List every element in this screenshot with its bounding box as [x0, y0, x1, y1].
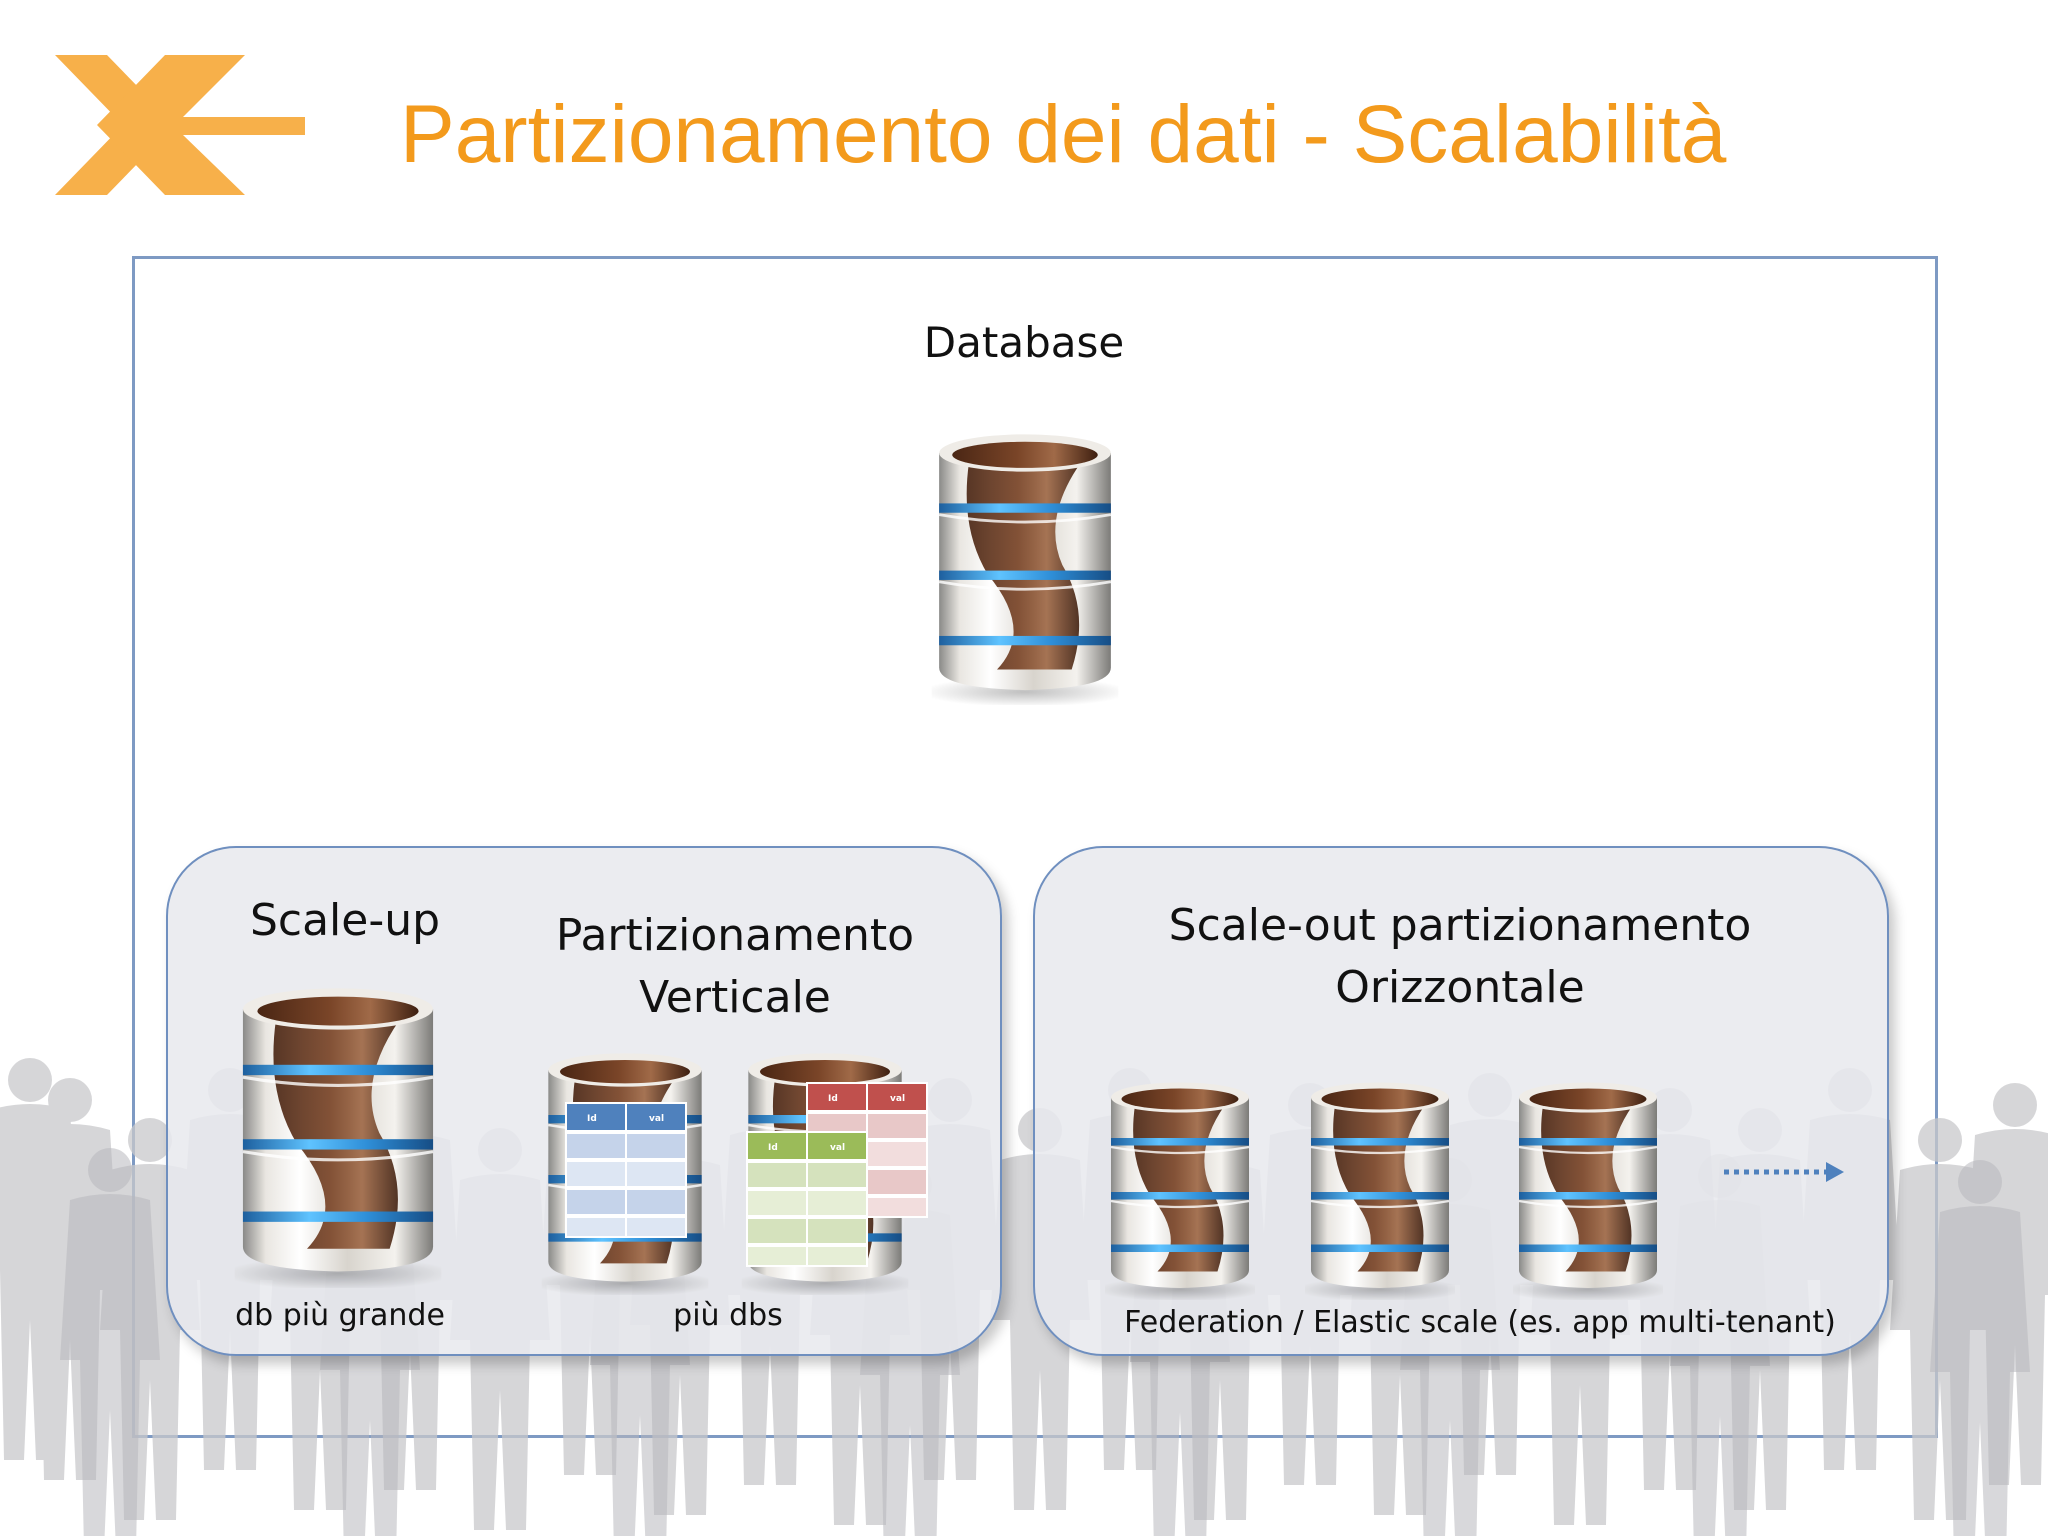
table-header-id: Id [768, 1143, 778, 1153]
scale-up-caption: db più grande [235, 1298, 445, 1333]
blue-table-icon: Id val [565, 1102, 687, 1238]
shard-database-icon [1105, 1075, 1255, 1300]
shard-database-icon [1305, 1075, 1455, 1300]
slide-title: Partizionamento dei dati - Scalabilità [400, 89, 1727, 180]
database-label: Database [923, 318, 1125, 367]
scale-up-label: Scale-up [249, 895, 441, 946]
people-silhouette-background [0, 1058, 2048, 1536]
shard-database-icon [1513, 1075, 1663, 1300]
large-database-icon [232, 978, 444, 1288]
table-header-id: Id [587, 1114, 597, 1124]
scale-out-label: Scale-out partizionamento Orizzontale [1168, 900, 1752, 1013]
table-header-val: val [830, 1143, 845, 1153]
table-header-val: val [649, 1114, 664, 1124]
table-header-val: val [890, 1094, 905, 1104]
green-table-icon: Id val [746, 1131, 868, 1267]
dotted-arrow-right-icon [1724, 1162, 1844, 1182]
company-logo [55, 55, 305, 195]
table-header-id: Id [828, 1094, 838, 1104]
scale-out-caption: Federation / Elastic scale (es. app mult… [1124, 1305, 1836, 1340]
vertical-partitioning-caption: più dbs [673, 1298, 783, 1333]
database-icon [925, 425, 1125, 705]
vertical-partitioning-label: Partizionamento Verticale [555, 910, 915, 1023]
